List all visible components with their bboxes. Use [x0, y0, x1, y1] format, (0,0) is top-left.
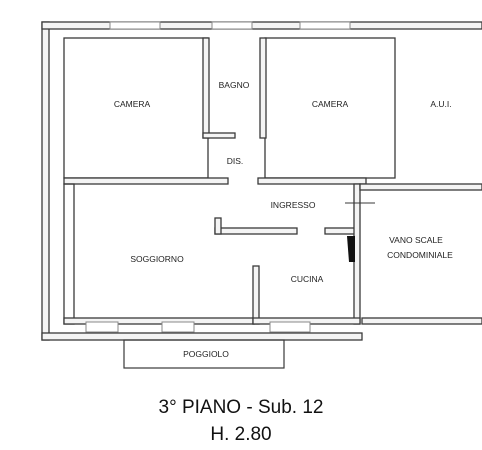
window-camera-right — [299, 21, 351, 30]
corridor-wall-right — [257, 177, 367, 185]
poggiolo-balcony — [123, 339, 285, 369]
window-camera-left — [109, 21, 161, 30]
label-bagno: BAGNO — [219, 80, 250, 90]
outer-bottom-wall — [41, 332, 363, 341]
label-ingresso: INGRESSO — [271, 200, 316, 210]
kitchen-fixture — [347, 236, 355, 262]
floor-caption: 3° PIANO - Sub. 12 — [158, 397, 324, 418]
label-aui: A.U.I. — [430, 99, 451, 109]
window-soggiorno-2 — [161, 321, 195, 333]
vano-scale-top-wall — [359, 183, 482, 191]
bagno-right-wall — [259, 37, 267, 139]
bagno-left-wall — [202, 37, 210, 139]
walls — [41, 21, 482, 341]
label-dis: DIS. — [227, 156, 244, 166]
ingresso-partition — [214, 227, 298, 235]
vano-scale-bottom-wall — [361, 317, 482, 325]
entrance-marker — [345, 190, 375, 218]
label-vano-scale: VANO SCALE — [389, 235, 443, 245]
label-soggiorno: SOGGIORNO — [130, 254, 184, 264]
windows — [85, 21, 351, 333]
outer-left-wall — [41, 21, 50, 341]
label-cucina: CUCINA — [291, 274, 324, 284]
window-bagno — [211, 21, 253, 30]
soggiorno-left-edge — [63, 183, 75, 325]
label-camera-left: CAMERA — [114, 99, 151, 109]
window-cucina — [269, 321, 311, 333]
corridor-wall-left — [63, 177, 229, 185]
cucina-top-wall — [324, 227, 358, 235]
window-soggiorno-1 — [85, 321, 119, 333]
label-camera-right: CAMERA — [312, 99, 349, 109]
label-poggiolo: POGGIOLO — [183, 349, 229, 359]
label-condominiale: CONDOMINIALE — [387, 250, 453, 260]
height-caption: H. 2.80 — [210, 424, 272, 445]
cucina-left-wall — [252, 265, 260, 325]
outer-top-wall — [41, 21, 482, 30]
bagno-door-jamb — [202, 132, 236, 139]
ingresso-partition-stub — [214, 217, 222, 235]
